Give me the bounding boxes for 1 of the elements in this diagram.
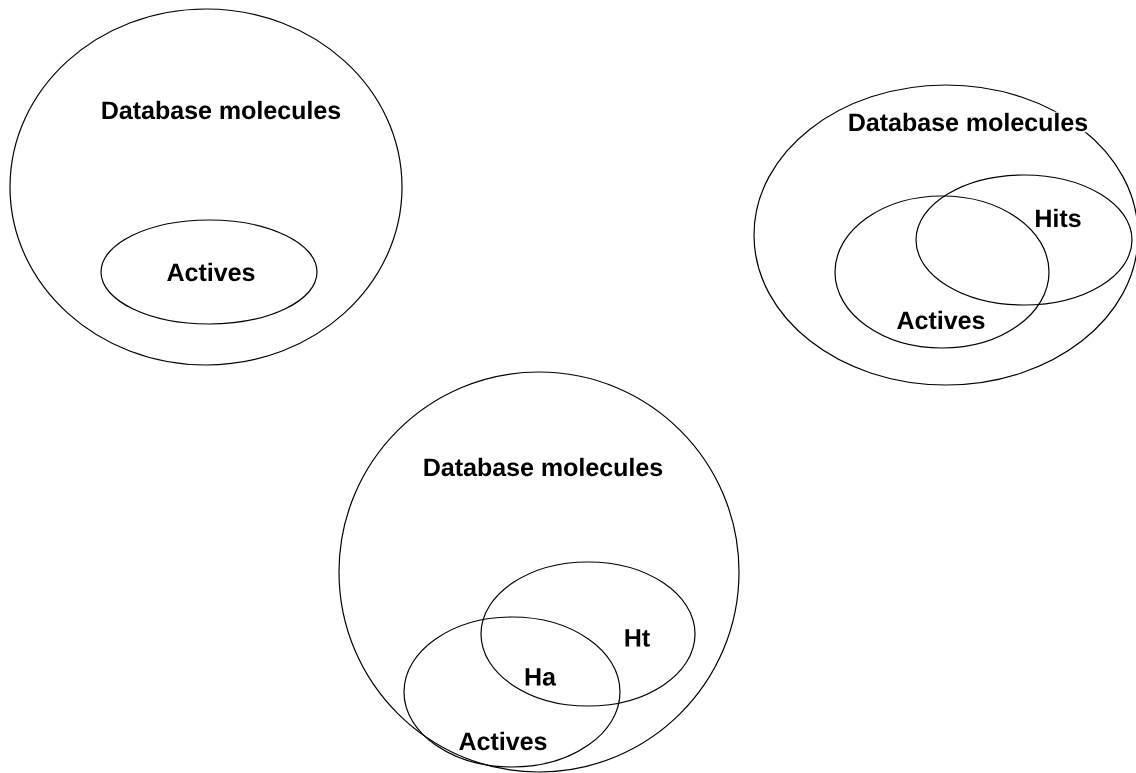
region-label: Ha xyxy=(525,668,557,686)
